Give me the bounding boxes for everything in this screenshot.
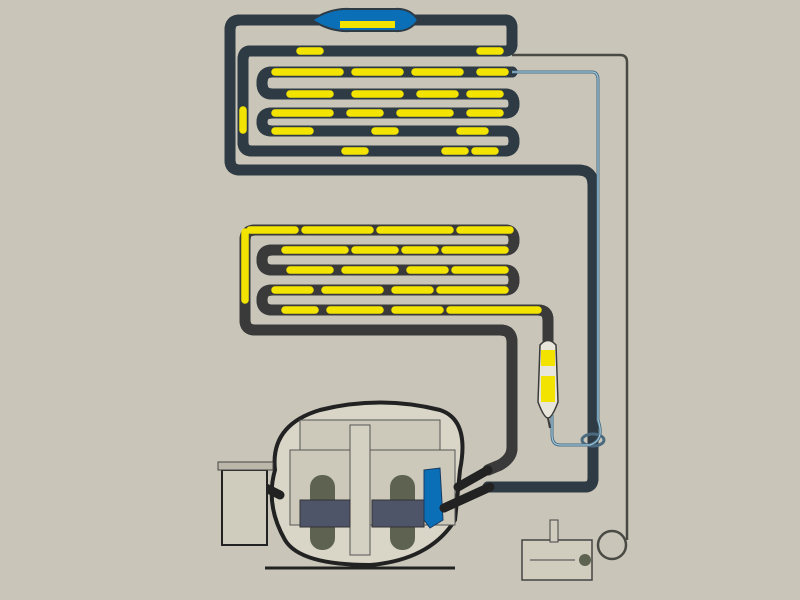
compressor-icon xyxy=(217,400,495,570)
accumulator-icon xyxy=(310,7,420,33)
condenser-coil-icon xyxy=(239,224,554,476)
thermostat-capillary-line xyxy=(512,53,629,561)
evaporator-coil-icon xyxy=(224,14,599,493)
thermostat-icon xyxy=(521,519,593,581)
filter-drier-icon xyxy=(537,339,559,429)
